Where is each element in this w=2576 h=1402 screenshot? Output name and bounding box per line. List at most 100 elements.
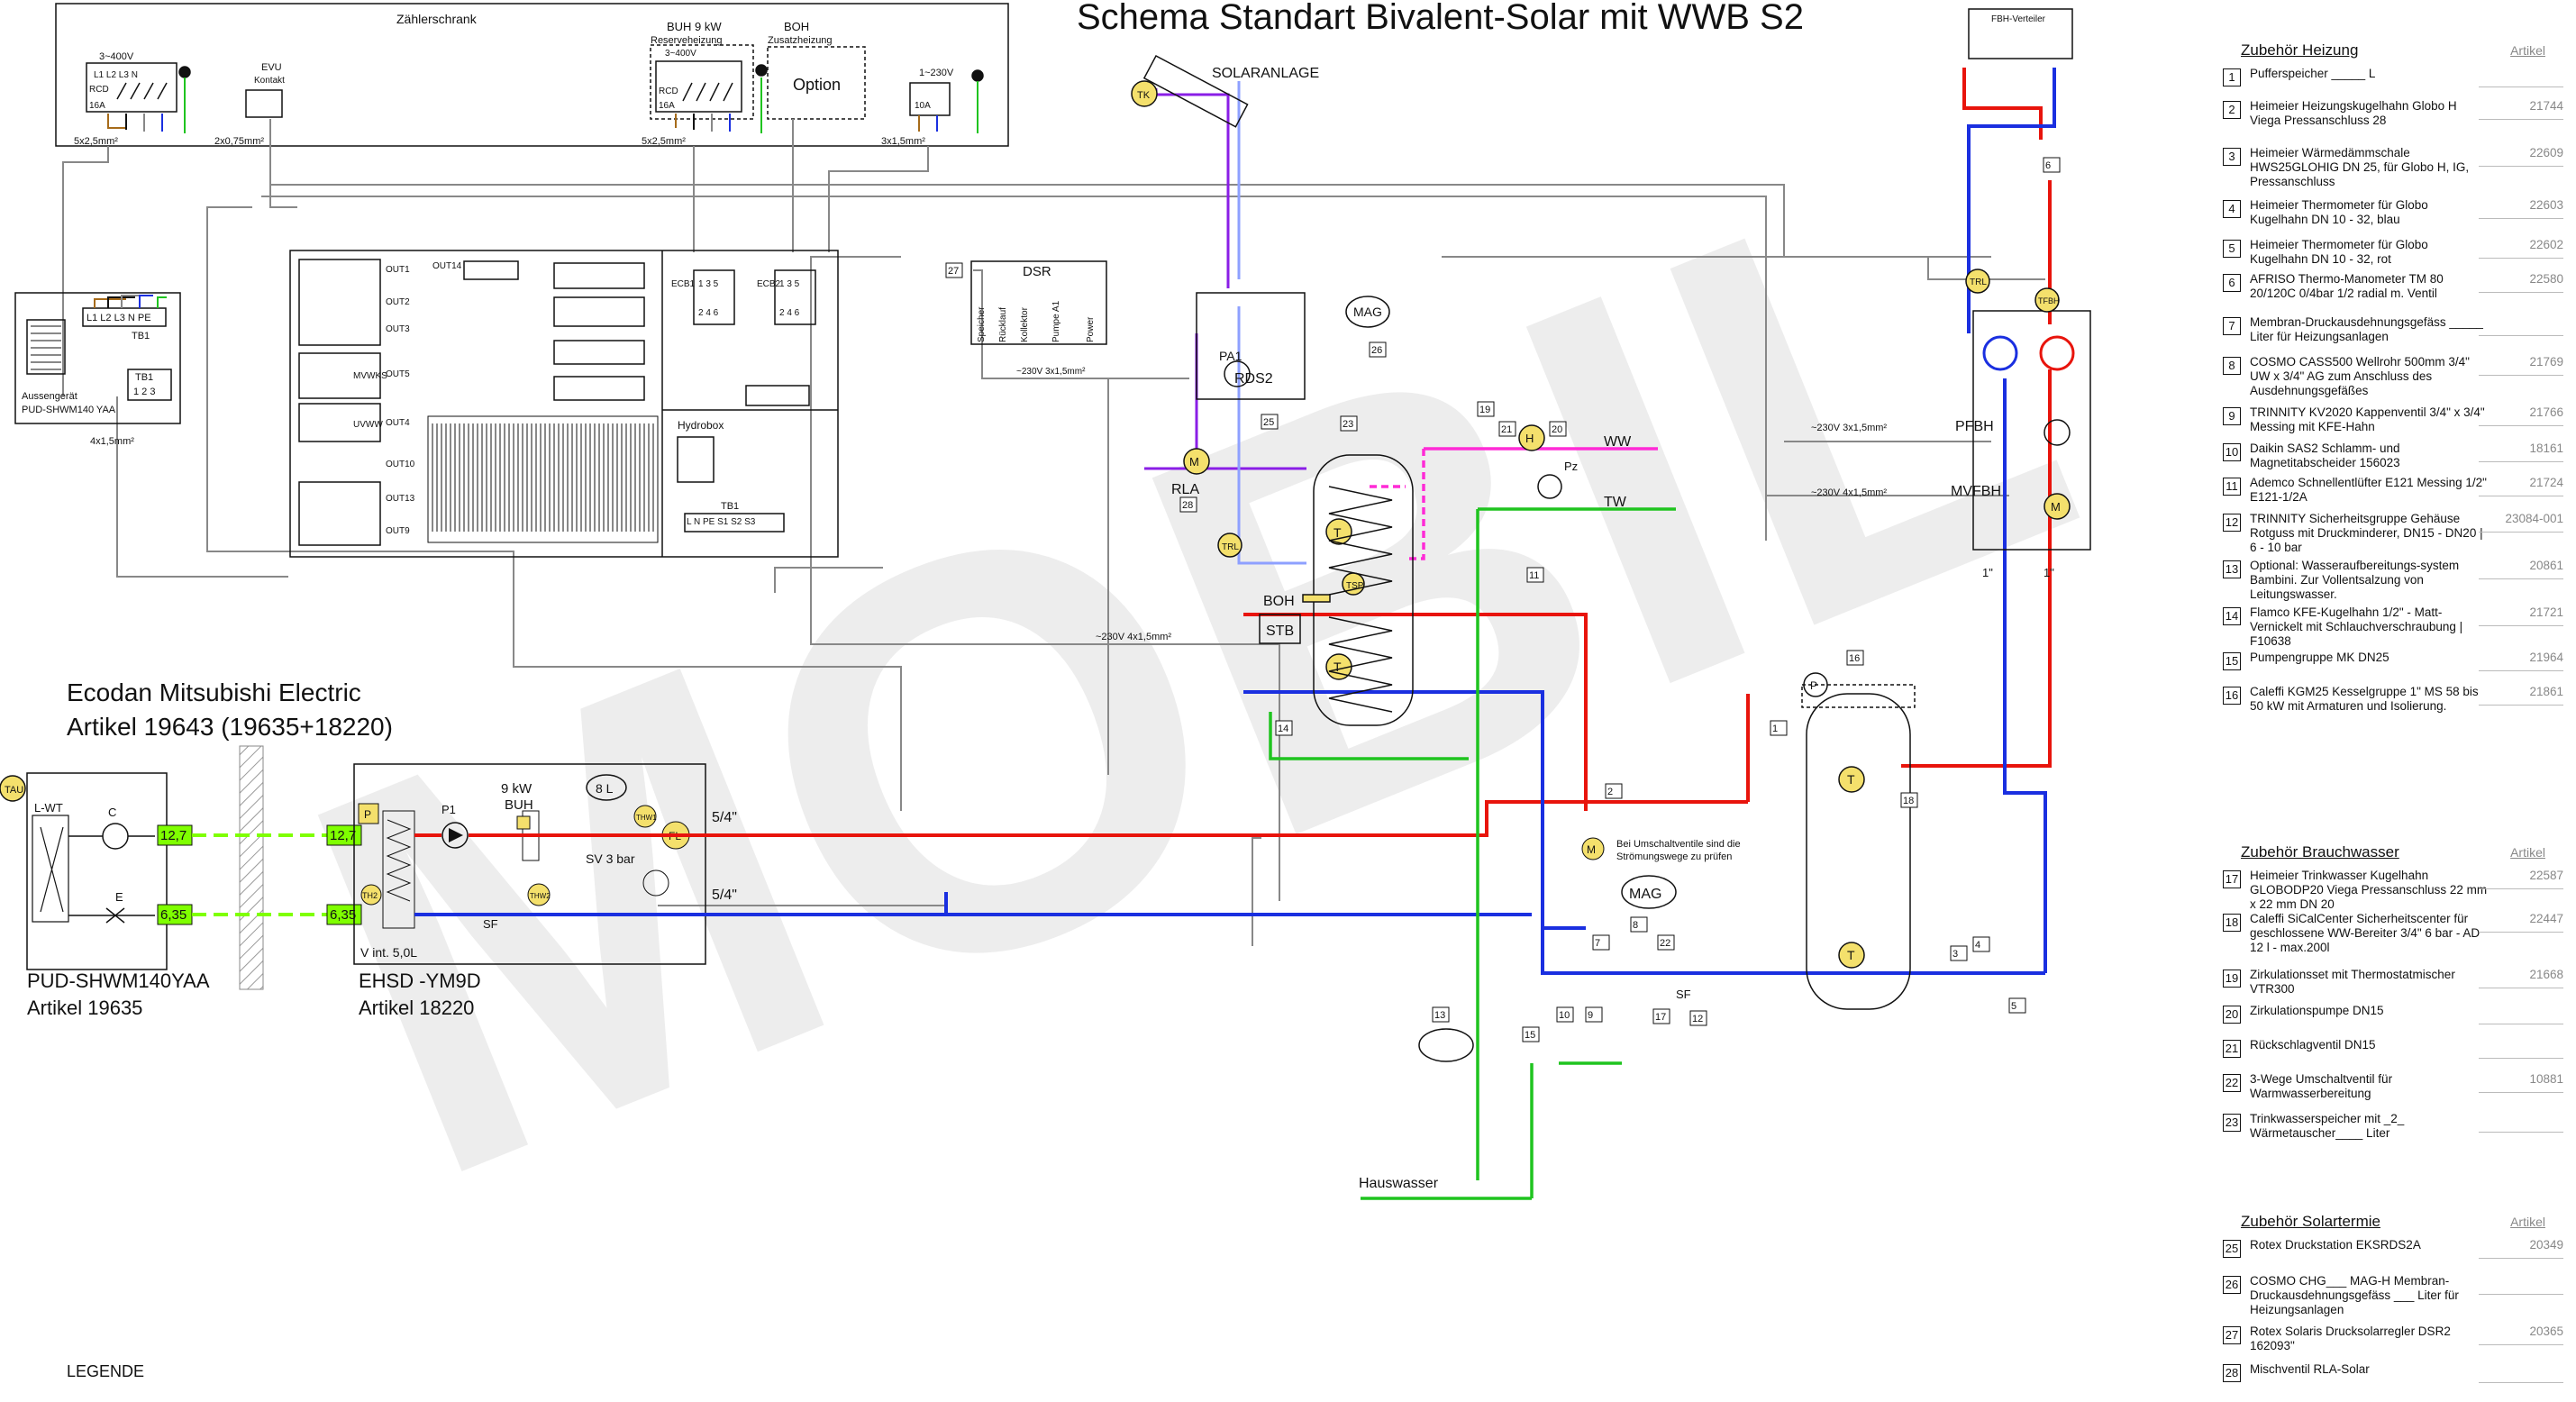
item-number: 19 [2223, 970, 2241, 988]
svg-text:Hauswasser: Hauswasser [1359, 1176, 1439, 1191]
svg-text:RCD: RCD [89, 85, 109, 95]
svg-text:L1 L2 L3 N: L1 L2 L3 N [94, 70, 138, 80]
component-number-box [1526, 567, 1544, 583]
svg-text:5/4": 5/4" [712, 810, 737, 825]
svg-text:TSP: TSP [1346, 581, 1364, 591]
item-description: Mischventil RLA-Solar [2250, 1362, 2370, 1376]
component-number-box [1275, 720, 1293, 736]
svg-text:Power: Power [1086, 316, 1096, 342]
component-number-box [1556, 1006, 1574, 1023]
svg-text:L1 L2 L3 N PE: L1 L2 L3 N PE [86, 313, 151, 323]
svg-text:6,35: 6,35 [330, 907, 356, 923]
svg-text:12,7: 12,7 [330, 828, 356, 843]
svg-text:Kontakt: Kontakt [254, 76, 285, 86]
item-number: 4 [2223, 200, 2241, 218]
svg-text:MAG: MAG [1353, 305, 1382, 319]
svg-text:OUT2: OUT2 [386, 297, 410, 307]
item-number: 1 [2223, 68, 2241, 86]
svg-text:EVU: EVU [261, 62, 282, 73]
component-number-box [1549, 421, 1567, 437]
svg-text:P: P [364, 808, 371, 821]
svg-text:RDS2: RDS2 [1234, 371, 1273, 387]
row-divider [2479, 461, 2563, 462]
component-number-box [1657, 934, 1675, 951]
item-article: 22602 [2529, 238, 2563, 251]
item-description: Heimeier Thermometer für Globo Kugelhahn… [2250, 238, 2428, 266]
section-title: Zubehör Heizung [2241, 41, 2359, 59]
item-number: 23 [2223, 1114, 2241, 1132]
component-number-box [1846, 650, 1864, 666]
svg-text:16A: 16A [659, 101, 675, 111]
svg-text:Kollektor: Kollektor [1020, 306, 1030, 342]
svg-text:TAU: TAU [5, 785, 23, 796]
svg-text:OUT13: OUT13 [386, 494, 415, 504]
item-number: 20 [2223, 1006, 2241, 1024]
svg-text:BOH: BOH [784, 20, 809, 33]
svg-text:2x0,75mm²: 2x0,75mm² [214, 136, 264, 147]
svg-text:SV 3 bar: SV 3 bar [586, 851, 635, 866]
component-number-box [1498, 421, 1516, 437]
component-number-box [1689, 1010, 1707, 1026]
component-number-box [945, 262, 963, 278]
svg-text:E: E [115, 890, 123, 904]
row-divider [2479, 335, 2563, 336]
svg-text:OUT1: OUT1 [386, 265, 410, 275]
article-row: 4 Heimeier Thermometer für Globo Kugelhah… [2223, 198, 2563, 238]
item-number: 6 [2223, 274, 2241, 292]
row-divider [2479, 1132, 2563, 1133]
component-number: 13 [1434, 1010, 1445, 1021]
component-number-box [1261, 414, 1279, 430]
component-number: 2 [1607, 787, 1613, 797]
item-description: Heimeier Thermometer für Globo Kugelhahn… [2250, 198, 2428, 226]
section-title: Zubehör Solartermie [2241, 1213, 2380, 1230]
row-divider [2479, 1344, 2563, 1345]
svg-text:5x2,5mm²: 5x2,5mm² [74, 136, 118, 147]
svg-text:~230V 3x1,5mm²: ~230V 3x1,5mm² [1811, 423, 1887, 433]
component-number: 3 [1952, 949, 1958, 960]
svg-text:Bei Umschaltventile sind die: Bei Umschaltventile sind die [1616, 839, 1741, 850]
svg-text:Strömungswege zu prüfen: Strömungswege zu prüfen [1616, 851, 1732, 862]
item-number: 28 [2223, 1364, 2241, 1382]
svg-text:ECB2: ECB2 [757, 279, 781, 289]
item-description: Pufferspeicher _____ L [2250, 67, 2376, 80]
svg-text:3~400V: 3~400V [665, 49, 696, 59]
svg-text:10A: 10A [915, 101, 931, 111]
circulation-pump [1537, 474, 1562, 499]
svg-text:TFBH: TFBH [2038, 296, 2060, 305]
component-number: 5 [2011, 1001, 2016, 1012]
row-divider [2479, 375, 2563, 376]
item-article: 22609 [2529, 146, 2563, 159]
item-description: Pumpengruppe MK DN25 [2250, 651, 2389, 664]
component-number: 18 [1903, 796, 1914, 806]
svg-text:2 4 6: 2 4 6 [698, 308, 719, 318]
item-number: 10 [2223, 443, 2241, 461]
row-divider [2479, 1382, 2563, 1383]
component-number-box [1369, 341, 1387, 358]
option-label: Option [793, 76, 841, 94]
expansion-vessel [1621, 875, 1677, 909]
item-article: 20349 [2529, 1238, 2563, 1252]
svg-text:V int. 5,0L: V int. 5,0L [360, 945, 417, 960]
fbh-group: FBH-Verteiler M TRL TFBH [1965, 8, 2091, 551]
svg-text:M: M [1189, 455, 1199, 469]
svg-text:OUT3: OUT3 [386, 324, 410, 334]
item-number: 7 [2223, 317, 2241, 335]
svg-text:SF: SF [483, 917, 498, 931]
outdoor-name: PUD-SHWM140YAA [27, 970, 210, 992]
component-number-box [1972, 936, 1990, 952]
svg-text:L-WT: L-WT [34, 801, 63, 815]
item-article: 10881 [2529, 1072, 2563, 1086]
component-number: 1 [1772, 724, 1778, 734]
component-number-box [1770, 720, 1788, 736]
item-article: 21724 [2529, 476, 2563, 489]
component-number: 9 [1588, 1010, 1593, 1021]
item-number: 3 [2223, 148, 2241, 166]
svg-text:~230V 4x1,5mm²: ~230V 4x1,5mm² [1811, 487, 1887, 498]
